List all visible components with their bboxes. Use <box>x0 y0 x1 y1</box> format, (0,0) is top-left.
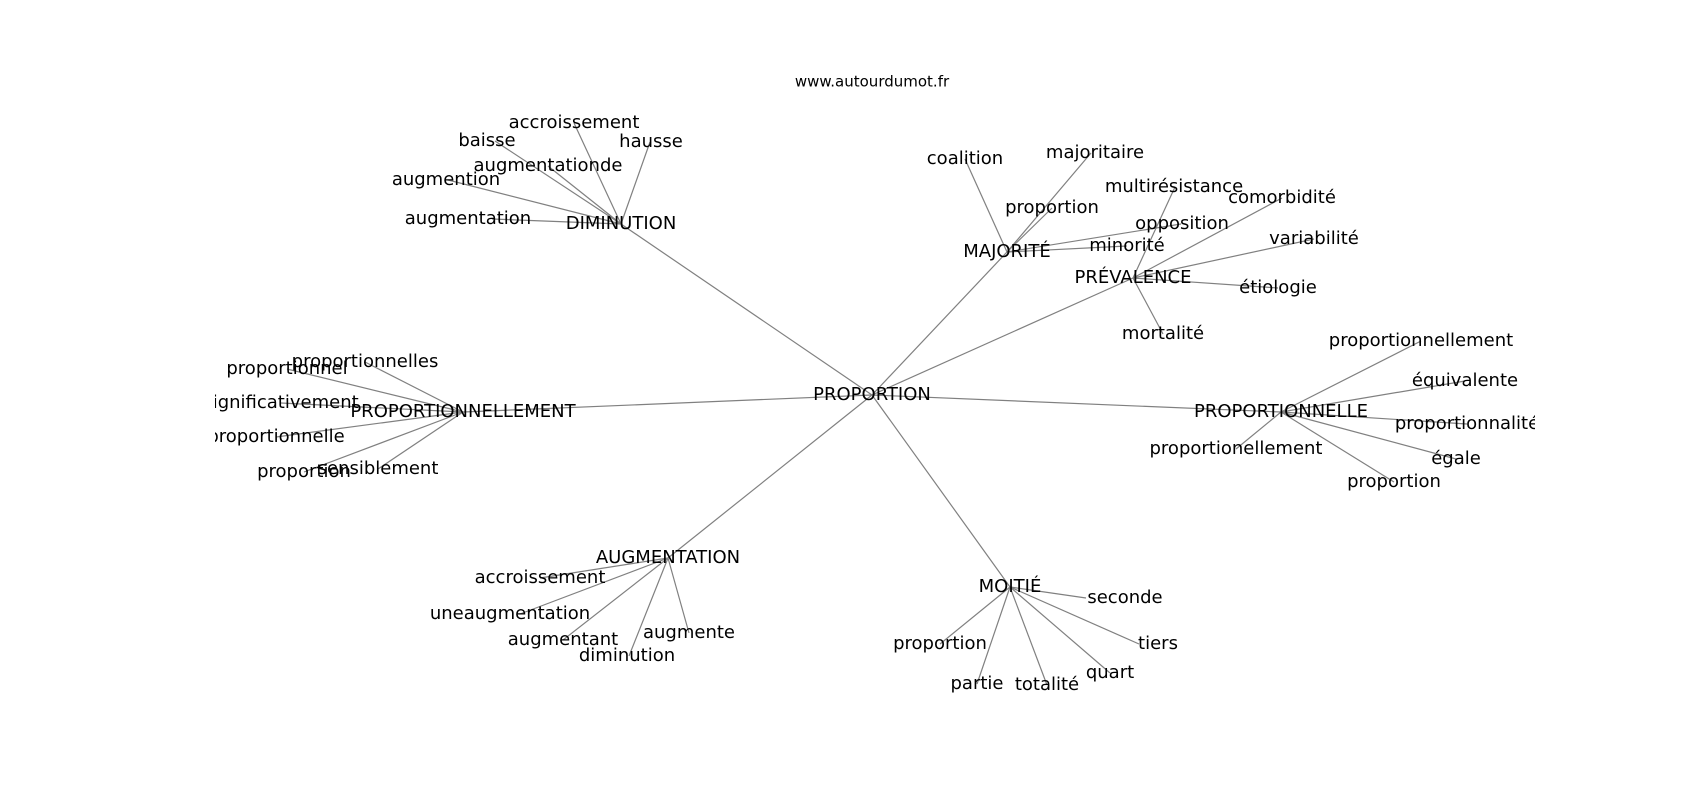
edge-diminution-0 <box>573 122 622 225</box>
leaf-node-label: proportionnelle <box>207 426 344 447</box>
edge-diminution-1 <box>620 141 651 225</box>
hub-node-label: AUGMENTATION <box>596 547 740 568</box>
leaf-node-label: proportionnellement <box>1329 330 1513 351</box>
leaf-node-label: proportion <box>257 461 351 482</box>
edge-prevalence-4 <box>1132 277 1164 335</box>
leaf-node-label: partie <box>951 673 1004 694</box>
leaf-node-label: augmentation <box>405 208 531 229</box>
leaf-node-label: augmente <box>643 622 735 643</box>
edge-moitie-4 <box>976 586 1011 685</box>
edge-prevalence-3 <box>1132 277 1279 289</box>
edge-proportionnelle-3 <box>1280 411 1457 460</box>
leaf-node-label: augmentationde <box>474 155 623 176</box>
hub-node-label: PROPORTIONNELLE <box>1194 401 1368 422</box>
edge-augmentation-4 <box>628 557 669 657</box>
edge-diminution-4 <box>447 179 622 225</box>
leaf-node-label: diminution <box>579 645 675 666</box>
hub-node-label: DIMINUTION <box>566 213 677 234</box>
edge-moitie-0 <box>1009 586 1087 599</box>
leaf-node-label: tiers <box>1138 633 1178 654</box>
leaf-node-label: comorbidité <box>1228 187 1336 208</box>
leaf-node-label: proportion <box>1347 471 1441 492</box>
edge-center-proportionnelle <box>871 394 1282 413</box>
site-label: www.autourdumot.fr <box>795 73 950 91</box>
edge-center-proportionnellement <box>462 394 873 413</box>
edge-moitie-2 <box>1009 586 1111 674</box>
leaf-node-label: baisse <box>458 130 515 151</box>
edge-proportionnellement-2 <box>280 402 464 413</box>
leaf-node-label: variabilité <box>1269 228 1359 249</box>
leaf-node-label: équivalente <box>1412 370 1518 391</box>
hub-node-label: PRÉVALENCE <box>1074 266 1191 288</box>
edge-center-moitie <box>871 394 1011 588</box>
leaf-node-label: quart <box>1086 662 1134 683</box>
leaf-node-label: minorité <box>1089 235 1165 256</box>
leaf-node-label: égale <box>1431 448 1481 469</box>
edge-center-prevalence <box>871 277 1134 396</box>
edge-proportionnelle-5 <box>1235 411 1282 450</box>
edge-proportionnelle-4 <box>1280 411 1395 483</box>
leaf-node-label: coalition <box>927 148 1003 169</box>
leaf-node-label: proportionnalité <box>1395 413 1539 434</box>
edge-proportionnelle-2 <box>1280 411 1468 425</box>
leaf-node-label: accroissement <box>475 567 606 588</box>
leaf-node-label: multirésistance <box>1105 176 1243 197</box>
leaf-node-label: majoritaire <box>1046 142 1144 163</box>
hub-node-label: MAJORITÉ <box>963 240 1051 262</box>
leaf-node-label: seconde <box>1087 587 1162 608</box>
edge-moitie-3 <box>1009 586 1048 686</box>
leaf-node-label: totalité <box>1015 674 1079 695</box>
hub-node-label: PROPORTIONNELLEMENT <box>350 401 576 422</box>
edge-prevalence-1 <box>1132 197 1283 279</box>
leaf-node-label: proportionellement <box>1150 438 1323 459</box>
center-node-label: PROPORTION <box>813 384 931 405</box>
leaf-node-label: accroissement <box>509 112 640 133</box>
edge-moitie-1 <box>1009 586 1140 645</box>
edge-proportionnellement-4 <box>377 411 464 470</box>
leaf-node-label: proportion <box>893 633 987 654</box>
edge-center-diminution <box>620 223 873 396</box>
edge-diminution-3 <box>547 165 622 225</box>
edge-prevalence-0 <box>1132 186 1176 279</box>
edge-diminution-5 <box>491 218 622 225</box>
edge-majorite-3 <box>1006 245 1128 253</box>
edges-layer <box>275 122 1468 686</box>
leaf-node-label: mortalité <box>1122 323 1204 344</box>
edge-proportionnelle-1 <box>1280 380 1466 413</box>
edge-proportionnellement-1 <box>286 368 464 413</box>
edge-diminution-2 <box>494 140 622 225</box>
leaf-node-label: augmention <box>392 169 500 190</box>
edge-proportionnellement-0 <box>364 361 464 413</box>
leaf-node-label: proportion <box>1005 197 1099 218</box>
hub-node-label: MOITIÉ <box>979 575 1042 597</box>
edge-augmentation-1 <box>519 557 669 615</box>
edge-proportionnelle-0 <box>1280 340 1422 413</box>
leaf-node-label: étiologie <box>1239 277 1317 298</box>
edge-augmentation-2 <box>562 557 669 641</box>
edge-prevalence-2 <box>1132 238 1315 279</box>
edge-majorite-4 <box>1006 223 1182 253</box>
edge-proportionnellement-5 <box>303 411 464 473</box>
leaf-node-label: significativement <box>203 392 358 413</box>
leaf-node-label: proportionnelles <box>292 351 439 372</box>
edge-augmentation-3 <box>667 557 690 634</box>
edge-majorite-0 <box>964 158 1008 253</box>
leaf-node-label: uneaugmentation <box>430 603 590 624</box>
leaf-node-label: augmentant <box>508 629 618 650</box>
edge-moitie-5 <box>939 586 1011 645</box>
edge-majorite-2 <box>1006 207 1053 253</box>
edge-center-augmentation <box>667 394 873 559</box>
labels-layer: accroissementhaussebaisseaugmentationdea… <box>203 112 1539 695</box>
leaf-node-label: hausse <box>619 131 683 152</box>
leaf-node-label: sensiblement <box>318 458 439 479</box>
edge-augmentation-0 <box>539 557 669 579</box>
edge-center-majorite <box>871 251 1008 396</box>
leaf-node-label: opposition <box>1135 213 1229 234</box>
leaf-node-label: proportionnel <box>226 358 347 379</box>
edge-proportionnellement-3 <box>275 411 464 438</box>
edge-majorite-1 <box>1006 152 1092 253</box>
